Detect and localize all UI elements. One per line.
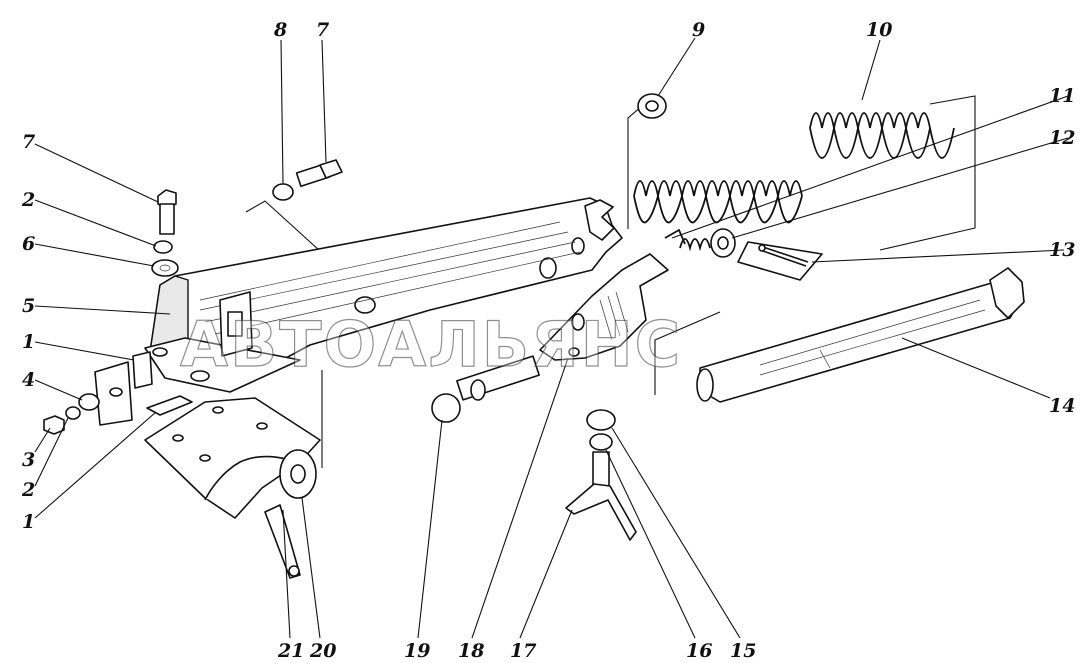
callout-1-lower: 1 bbox=[22, 511, 35, 533]
pin-part-19 bbox=[431, 355, 540, 423]
callout-3: 3 bbox=[22, 449, 35, 471]
callout-18: 18 bbox=[458, 640, 484, 662]
callout-2-upper: 2 bbox=[21, 189, 35, 211]
clip-part-1-upper bbox=[132, 351, 153, 389]
spring-assembly bbox=[633, 112, 955, 252]
handle-part-14 bbox=[696, 267, 1025, 403]
callout-15: 15 bbox=[730, 640, 756, 662]
washer-part-2-lower bbox=[65, 406, 81, 420]
callout-5: 5 bbox=[22, 295, 35, 317]
callout-8: 8 bbox=[273, 19, 287, 41]
watermark-text: АВТОАЛЬЯНС bbox=[180, 308, 682, 381]
callout-21: 21 bbox=[277, 640, 304, 662]
callout-2-lower: 2 bbox=[21, 479, 35, 501]
callout-20: 20 bbox=[309, 640, 336, 662]
lever-body-part-5 bbox=[144, 197, 623, 393]
washer-part-6 bbox=[151, 259, 179, 277]
callout-1-upper: 1 bbox=[22, 331, 35, 353]
spring-part-10 bbox=[809, 112, 931, 129]
callout-7-top: 7 bbox=[316, 19, 329, 41]
callout-6: 6 bbox=[22, 233, 35, 255]
cotter-pin-part-21 bbox=[264, 504, 301, 579]
left-fasteners bbox=[43, 189, 193, 435]
washer-part-16 bbox=[589, 433, 613, 451]
washer-part-8 bbox=[272, 183, 294, 201]
callout-labels: 8 7 9 10 11 12 7 2 6 13 5 1 4 14 3 2 1 2… bbox=[21, 19, 1075, 662]
callout-7-left: 7 bbox=[22, 131, 35, 153]
callout-11: 11 bbox=[1049, 85, 1075, 107]
callout-10: 10 bbox=[866, 19, 892, 41]
t-bolt-assembly bbox=[565, 409, 637, 541]
callout-4: 4 bbox=[22, 369, 35, 391]
callout-9: 9 bbox=[692, 19, 705, 41]
pin-washer-parts-20-21 bbox=[264, 449, 317, 579]
top-fasteners bbox=[272, 159, 343, 201]
callout-16: 16 bbox=[686, 640, 712, 662]
bolt-part-7-top bbox=[319, 159, 343, 179]
washer-part-2-upper bbox=[153, 240, 173, 254]
assembly-guide-lines bbox=[245, 95, 976, 468]
spring-part-11 bbox=[633, 180, 803, 197]
callout-14: 14 bbox=[1049, 395, 1075, 417]
washer-part-15 bbox=[586, 409, 616, 431]
t-bolt-part-17 bbox=[592, 451, 610, 489]
callout-12: 12 bbox=[1049, 127, 1075, 149]
callout-17: 17 bbox=[510, 640, 536, 662]
shim-part-1-lower bbox=[146, 395, 193, 416]
washer-part-4 bbox=[78, 393, 100, 411]
callout-13: 13 bbox=[1049, 239, 1075, 261]
pawl-part-18 bbox=[539, 253, 669, 361]
callout-19: 19 bbox=[404, 640, 430, 662]
cotter-pin-part-13 bbox=[737, 241, 823, 281]
leader-lines bbox=[34, 37, 1069, 639]
